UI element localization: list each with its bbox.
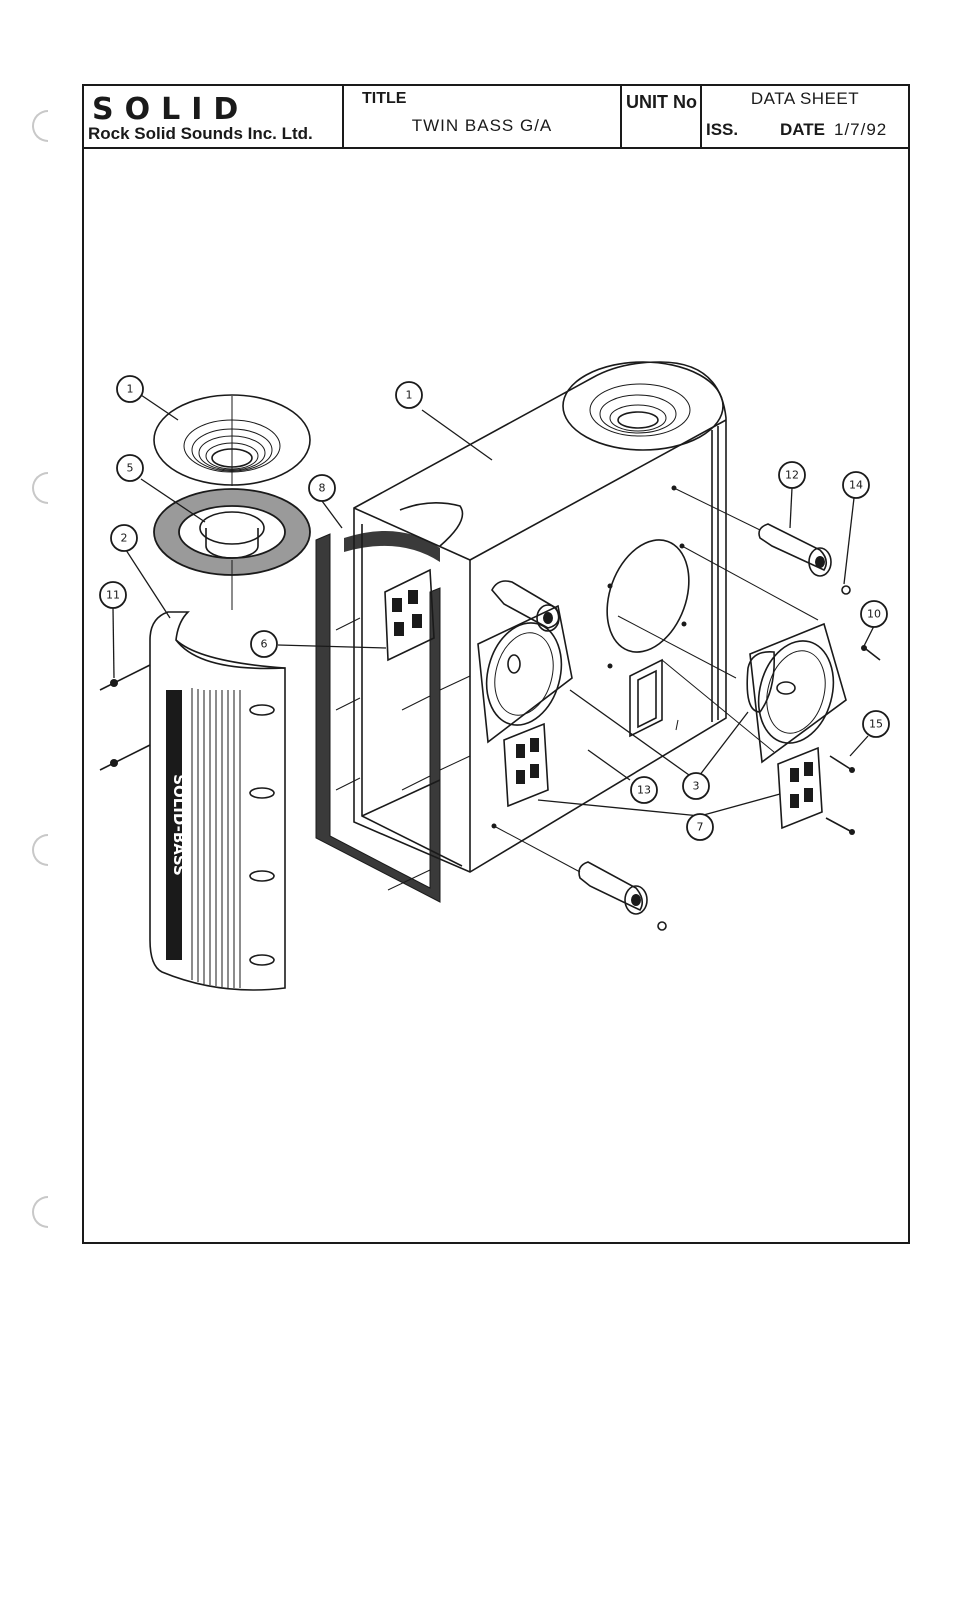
callout-2: 2 — [110, 524, 138, 552]
grille-slats — [191, 688, 241, 988]
top-horn-left — [153, 394, 311, 486]
callout-leaders — [112, 394, 875, 817]
callout-8: 8 — [308, 474, 336, 502]
callout-15: 15 — [862, 710, 890, 738]
svg-text:7: 7 — [697, 821, 704, 834]
svg-text:2: 2 — [121, 532, 128, 545]
callout-10: 10 — [860, 600, 888, 628]
screws — [657, 585, 881, 931]
callout-11: 11 — [99, 581, 127, 609]
issue-label: ISS. — [706, 120, 739, 139]
gasket-ring — [153, 488, 311, 610]
unit-cell: UNIT No — [622, 86, 702, 147]
magnet-bottom — [493, 825, 648, 915]
callout-7: 7 — [686, 813, 714, 841]
title-cell: TITLE TWIN BASS G/A — [344, 86, 622, 147]
grille-pins — [99, 664, 151, 771]
assembly-guides — [335, 545, 819, 891]
date-label: DATE — [780, 120, 826, 139]
woofer-right — [746, 622, 847, 764]
foam-frame-gasket — [315, 530, 441, 903]
svg-text:14: 14 — [849, 479, 863, 492]
svg-text:13: 13 — [637, 784, 651, 797]
svg-text:8: 8 — [319, 482, 326, 495]
callout-13: 13 — [630, 776, 658, 804]
callout-5: 5 — [116, 454, 144, 482]
logo-cell: SOLID Rock Solid Sounds Inc. Ltd. — [84, 86, 344, 147]
date-value: 1/7/92 — [834, 120, 888, 139]
callout-1-cabinet: 1 — [395, 381, 423, 409]
terminal-plate-left — [503, 722, 549, 808]
title-label: TITLE — [362, 90, 407, 107]
document-type: DATA SHEET — [750, 89, 860, 108]
company-name: Rock Solid Sounds Inc. Ltd. — [88, 124, 313, 143]
data-sheet-cell: DATA SHEET ISS. DATE 1/7/92 — [702, 86, 908, 147]
drawing-title: TWIN BASS G/A — [411, 116, 553, 135]
svg-text:6: 6 — [261, 638, 268, 651]
woofer-left — [477, 580, 573, 744]
drawing-sheet-frame: SOLID Rock Solid Sounds Inc. Ltd. TITLE … — [82, 84, 910, 1244]
unit-label: UNIT No — [626, 92, 697, 112]
callout-14: 14 — [842, 471, 870, 499]
magnet-top — [673, 487, 832, 577]
svg-text:1: 1 — [406, 389, 413, 402]
svg-text:12: 12 — [785, 469, 799, 482]
svg-text:11: 11 — [106, 589, 120, 602]
grille-brand-text: SOLID-BASS — [170, 774, 188, 876]
callout-12: 12 — [778, 461, 806, 489]
speaker-cabinet — [353, 361, 727, 873]
solid-logo: SOLID — [92, 92, 250, 127]
callout-3: 3 — [682, 772, 710, 800]
svg-text:3: 3 — [693, 780, 700, 793]
callout-1-left-horn: 1 — [116, 375, 144, 403]
svg-text:1: 1 — [127, 383, 134, 396]
terminal-plate-right — [777, 746, 823, 830]
svg-text:5: 5 — [127, 462, 134, 475]
title-block: SOLID Rock Solid Sounds Inc. Ltd. TITLE … — [84, 86, 908, 149]
svg-text:10: 10 — [867, 608, 881, 621]
svg-text:15: 15 — [869, 718, 883, 731]
crossover-board — [384, 568, 435, 662]
callout-6: 6 — [250, 630, 278, 658]
front-grille: SOLID-BASS — [149, 611, 286, 991]
